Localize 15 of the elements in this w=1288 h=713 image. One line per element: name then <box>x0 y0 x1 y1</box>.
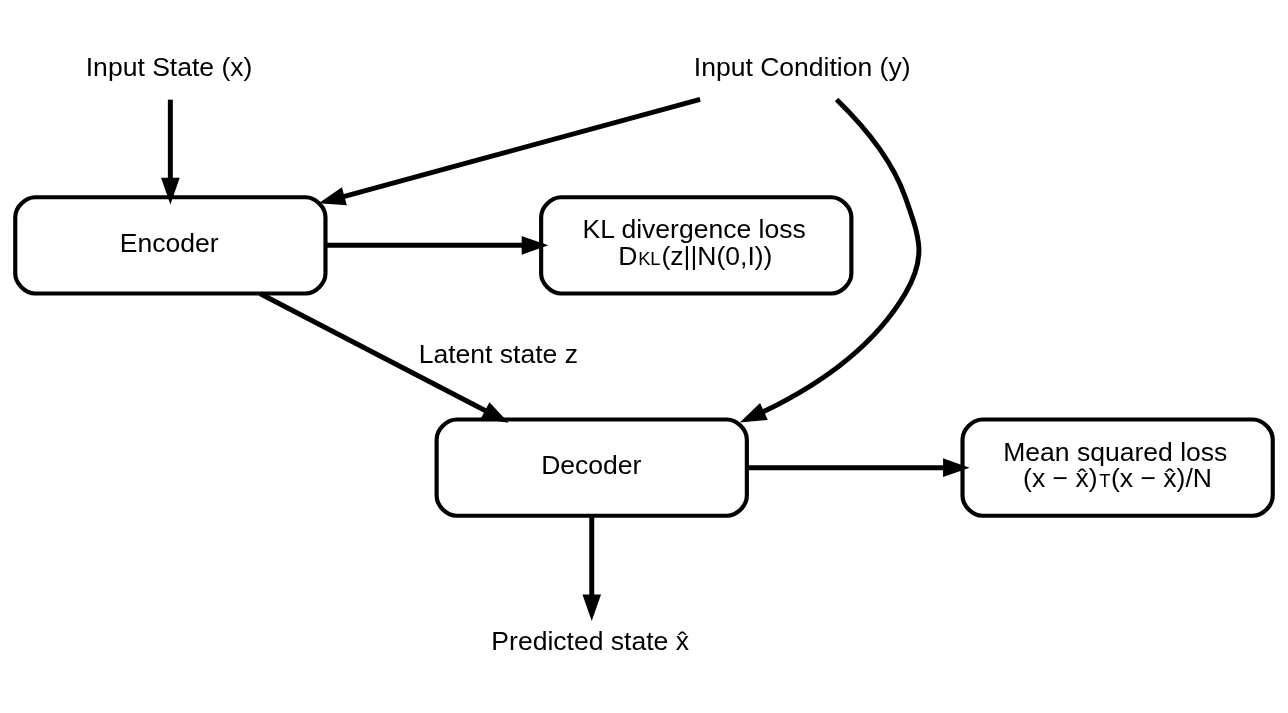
arrow <box>582 516 602 622</box>
arrow <box>747 458 970 477</box>
edge-label: Latent state z <box>418 338 579 369</box>
node-text: Input State (x) <box>85 51 253 82</box>
node-box: Decoder <box>434 417 749 518</box>
node-text: Input Condition (y) <box>693 51 911 82</box>
node-box: Mean squared loss (x − x̂)T(x − x̂)/N <box>960 417 1275 518</box>
node-box: KL divergence loss DKL(z||N(0,I)) <box>539 195 854 296</box>
arrow <box>259 291 509 423</box>
node-box: Encoder <box>13 195 328 296</box>
node-text: Predicted state x̂ <box>491 625 689 656</box>
arrow <box>318 97 701 206</box>
arrow <box>161 99 180 205</box>
arrow <box>325 236 549 255</box>
arrow <box>739 97 922 423</box>
